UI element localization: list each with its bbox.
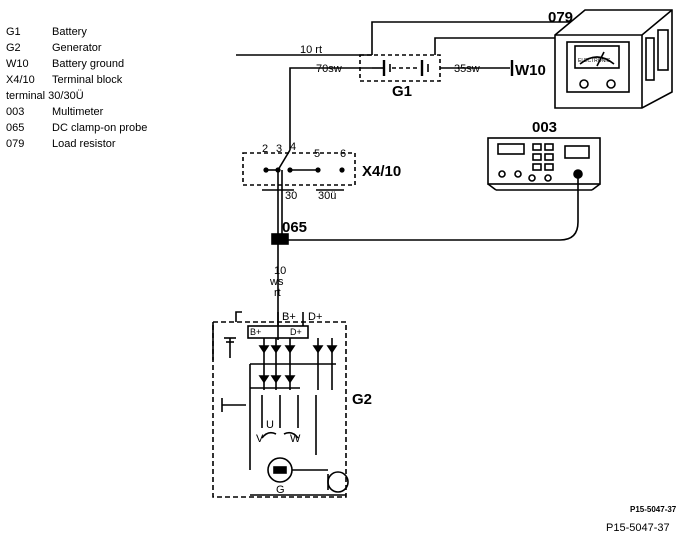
wire-label-35sw: 35sw [454,63,480,75]
legend-description: DC clamp-on probe [52,122,148,134]
legend-row: 079 Load resistor [6,136,147,152]
wire-label-ws: ws [269,276,284,288]
terminal-block-x410 [242,152,356,186]
label-g2: G2 [352,391,372,408]
g2-dplus-inner: D+ [290,327,302,337]
label-w10: W10 [515,62,546,79]
g2-phase-v: V [256,433,264,445]
terminal-30u: 30ü [318,190,336,202]
wire-label-10rt: 10 rt [300,44,322,56]
legend-code: 065 [6,122,25,134]
legend-description: Load resistor [52,138,116,150]
legend-code: W10 [6,58,29,70]
g2-bplus-outer: B+ [282,311,296,323]
legend-description: Multimeter [52,106,104,118]
clamp-probe-cable [288,178,579,241]
legend-row: G1 Battery [6,24,147,40]
wire-label-rt: rt [274,287,281,299]
ref-number-small: P15-5047-37 [630,505,677,514]
terminal-2: 2 [262,143,268,155]
g2-bplus-inner: B+ [250,327,261,337]
legend-description: Terminal block [52,74,123,86]
wire-label-10: 10 [274,265,286,277]
clamp-probe-065 [271,233,289,245]
legend-row: W10 Battery ground [6,56,147,72]
g2-g-label: G [276,484,285,496]
wire-to-load-resistor [371,21,585,55]
legend-code: X4/10 [6,74,35,86]
terminal-30: 30 [285,190,297,202]
g2-dplus-outer: D+ [308,311,322,323]
terminal-5: 5 [314,148,320,160]
multimeter-003 [487,137,601,185]
legend-description: Battery [52,26,87,38]
generator-g2 [212,321,347,498]
legend-description: Generator [52,42,102,54]
legend-row: 003 Multimeter [6,104,147,120]
label-003: 003 [532,119,557,136]
legend-code: G2 [6,42,21,54]
reference-number: P15-5047-37 [606,522,670,534]
wire-70sw [289,67,372,150]
legend-code: 003 [6,106,25,118]
terminal-4: 4 [290,141,296,153]
legend-row: terminal 30/30Ü [6,88,147,104]
legend-description: terminal 30/30Ü [6,90,84,102]
label-g1: G1 [392,83,412,100]
label-065: 065 [282,219,307,236]
label-079: 079 [548,9,573,26]
label-x410: X4/10 [362,163,401,180]
legend-description: Battery ground [52,58,125,70]
g2-phase-u: U [266,419,274,431]
wire-label-70sw: 70sw [316,63,342,75]
multimeter-brand: ELECTRONIC [578,58,611,64]
terminal-6: 6 [340,148,346,160]
g2-phase-w: W [290,433,301,445]
legend-row: X4/10 Terminal block [6,72,147,88]
legend-code: G1 [6,26,21,38]
legend-code: 079 [6,138,25,150]
legend-row: 065 DC clamp-on probe [6,120,147,136]
legend-row: G2 Generator [6,40,147,56]
wire-load-return [434,37,566,55]
terminal-3: 3 [276,143,282,155]
